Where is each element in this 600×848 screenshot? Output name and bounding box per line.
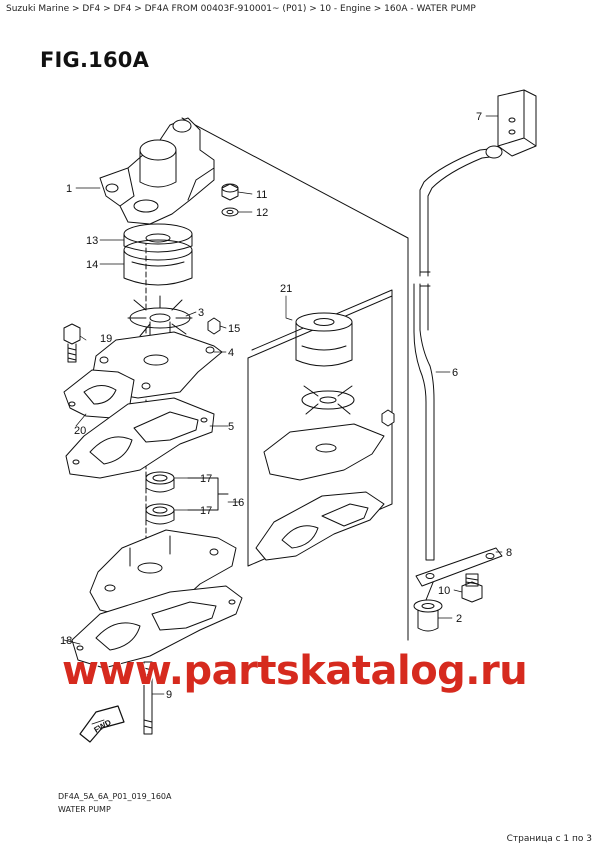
breadcrumb-separator: >	[69, 4, 83, 14]
breadcrumb-separator: >	[306, 4, 320, 14]
callout-17: 17	[200, 505, 212, 517]
callout-3: 3	[198, 307, 204, 319]
callout-7: 7	[476, 111, 482, 123]
bracket-line	[187, 477, 229, 511]
breadcrumb-item-engine[interactable]: 10 - Engine	[319, 4, 371, 14]
breadcrumb-separator: >	[131, 4, 145, 14]
breadcrumb-item-suzuki-marine[interactable]: Suzuki Marine	[6, 4, 70, 14]
fwd-arrow-icon	[79, 705, 125, 743]
page-indicator: Страница с 1 по 3	[506, 834, 592, 844]
grommet-part	[485, 89, 537, 159]
breadcrumb-item-df4a-serial[interactable]: DF4A FROM 00403F-910001~ (P01)	[144, 4, 307, 14]
breadcrumb-item-water-pump: 160A - WATER PUMP	[384, 4, 476, 14]
callout-4: 4	[228, 347, 234, 359]
assembly-frame-line	[181, 117, 409, 641]
callout-19: 19	[100, 333, 112, 345]
gasket-part	[71, 585, 243, 669]
callout-2: 2	[456, 613, 462, 625]
breadcrumb: Suzuki Marine > DF4 > DF4 > DF4A FROM 00…	[6, 4, 476, 14]
oil-seal-part	[145, 503, 175, 525]
callout-18: 18	[60, 635, 72, 647]
figure-title: FIG.160A	[40, 48, 150, 72]
oil-seal-part	[145, 471, 175, 493]
callout-20: 20	[74, 425, 86, 437]
callout-5: 5	[228, 421, 234, 433]
callout-16: 16	[232, 497, 244, 509]
callout-13: 13	[86, 235, 98, 247]
impeller-part	[127, 295, 193, 341]
callout-9: 9	[166, 689, 172, 701]
bolt-part	[461, 573, 483, 603]
callout-21: 21	[280, 283, 292, 295]
clamp-part	[415, 547, 503, 587]
callout-12: 12	[256, 207, 268, 219]
breadcrumb-item-df4[interactable]: DF4	[82, 4, 101, 14]
repair-kit-group	[247, 295, 395, 567]
callout-8: 8	[506, 547, 512, 559]
callout-17: 17	[200, 473, 212, 485]
nut-part	[221, 183, 239, 201]
callout-6: 6	[452, 367, 458, 379]
washer-part	[221, 207, 239, 217]
bushing-part	[413, 599, 443, 632]
callout-14: 14	[86, 259, 98, 271]
pump-liner-part	[123, 223, 193, 286]
callout-1: 1	[66, 183, 72, 195]
breadcrumb-item-df4-model[interactable]: DF4	[113, 4, 132, 14]
pump-case-part	[99, 117, 215, 225]
callout-10: 10	[438, 585, 450, 597]
stud-bolt-part	[143, 661, 153, 735]
callout-15: 15	[228, 323, 240, 335]
figure-caption: WATER PUMP	[58, 805, 111, 814]
breadcrumb-separator: >	[100, 4, 114, 14]
callout-11: 11	[256, 189, 267, 201]
figure-code: DF4A_5A_6A_P01_019_160A	[58, 792, 172, 801]
lower-housing-part	[89, 529, 237, 619]
breadcrumb-separator: >	[370, 4, 385, 14]
key-part	[207, 317, 221, 335]
water-tube-part	[413, 147, 499, 601]
bolt-part	[63, 323, 81, 363]
gasket-part	[65, 397, 215, 479]
